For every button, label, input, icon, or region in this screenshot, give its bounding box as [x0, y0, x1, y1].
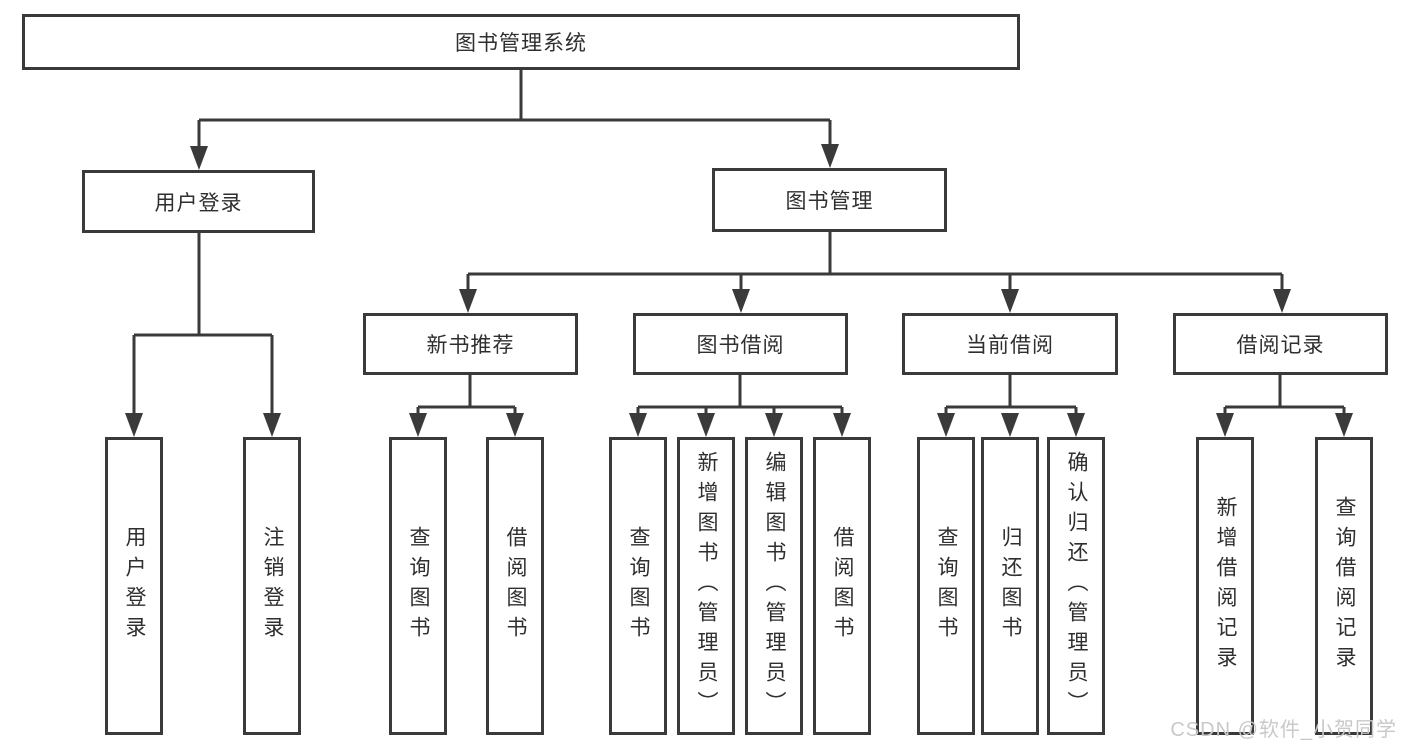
node-new-book-recommendation: 新书推荐 [363, 313, 578, 375]
arrowhead [459, 289, 477, 313]
leaf-label: 借阅图书 [831, 526, 854, 646]
node-book-management: 图书管理 [712, 168, 947, 232]
arrowhead [190, 146, 208, 170]
leaf-label: 确认归还（管理员） [1065, 451, 1088, 721]
leaf-label: 查询借阅记录 [1333, 496, 1356, 676]
leaf-return-books: 归还图书 [981, 437, 1039, 735]
node-library-management-system: 图书管理系统 [22, 14, 1020, 70]
arrowhead [1335, 413, 1353, 437]
arrowhead [821, 144, 839, 168]
leaf-label: 借阅图书 [504, 526, 527, 646]
leaf-borrow-books: 借阅图书 [813, 437, 871, 735]
arrowhead [506, 413, 524, 437]
leaf-label: 编辑图书（管理员） [763, 451, 786, 721]
arrowhead [937, 413, 955, 437]
leaf-borrow-books: 借阅图书 [486, 437, 544, 735]
leaf-label: 查询图书 [627, 526, 650, 646]
arrowhead [629, 413, 647, 437]
csdn-watermark: CSDN @软件_小贺同学 [1170, 719, 1397, 741]
leaf-confirm-return-admin: 确认归还（管理员） [1047, 437, 1105, 735]
leaf-label: 新增图书（管理员） [695, 451, 718, 721]
leaf-query-books: 查询图书 [389, 437, 447, 735]
leaf-label: 注销登录 [261, 526, 284, 646]
arrowhead [765, 413, 783, 437]
arrowhead [1001, 289, 1019, 313]
leaf-query-borrow-record: 查询借阅记录 [1315, 437, 1373, 735]
leaf-label: 归还图书 [999, 526, 1022, 646]
leaf-edit-book-admin: 编辑图书（管理员） [745, 437, 803, 735]
leaf-add-borrow-record: 新增借阅记录 [1196, 437, 1254, 735]
arrowhead [1001, 413, 1019, 437]
arrowhead [1273, 289, 1291, 313]
arrowhead [732, 289, 750, 313]
leaf-label: 查询图书 [935, 526, 958, 646]
node-borrowing-records: 借阅记录 [1173, 313, 1388, 375]
node-current-borrowing: 当前借阅 [902, 313, 1118, 375]
leaf-label: 查询图书 [407, 526, 430, 646]
leaf-logout: 注销登录 [243, 437, 301, 735]
leaf-add-book-admin: 新增图书（管理员） [677, 437, 735, 735]
arrowhead [263, 413, 281, 437]
arrowhead [409, 413, 427, 437]
leaf-query-books: 查询图书 [609, 437, 667, 735]
arrowhead [125, 413, 143, 437]
arrowhead [1216, 413, 1234, 437]
leaf-user-login: 用户登录 [105, 437, 163, 735]
connector-arrowheads [125, 144, 1353, 437]
arrowhead [697, 413, 715, 437]
leaf-label: 用户登录 [123, 526, 146, 646]
arrowhead [833, 413, 851, 437]
node-user-login: 用户登录 [82, 170, 315, 233]
arrowhead [1067, 413, 1085, 437]
leaf-label: 新增借阅记录 [1214, 496, 1237, 676]
node-book-borrowing: 图书借阅 [633, 313, 848, 375]
connector-segments [132, 70, 1346, 416]
leaf-query-books: 查询图书 [917, 437, 975, 735]
